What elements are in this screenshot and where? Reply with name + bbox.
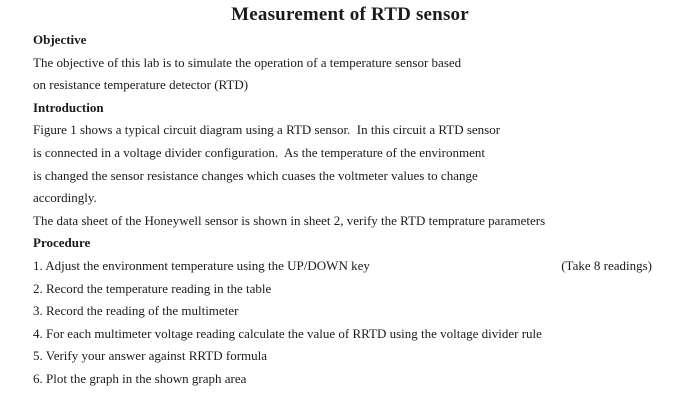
introduction-line: The data sheet of the Honeywell sensor i… <box>33 212 546 228</box>
take-readings-note: (Take 8 readings) <box>561 257 652 273</box>
introduction-line: Figure 1 shows a typical circuit diagram… <box>33 122 501 138</box>
procedure-step: 5. Verify your answer against RRTD formu… <box>33 348 268 364</box>
page-title: Measurement of RTD sensor <box>231 4 469 25</box>
section-heading-procedure: Procedure <box>33 235 91 251</box>
procedure-step: 2. Record the temperature reading in the… <box>33 280 272 296</box>
introduction-line: accordingly. <box>33 190 97 206</box>
procedure-step: 3. Record the reading of the multimeter <box>33 303 239 319</box>
procedure-step-row: 1. Adjust the environment temperature us… <box>33 255 652 278</box>
procedure-step: 6. Plot the graph in the shown graph are… <box>33 370 247 386</box>
document-body: Objective The objective of this lab is t… <box>33 29 652 391</box>
introduction-line: is changed the sensor resistance changes… <box>33 167 478 183</box>
section-heading-introduction: Introduction <box>33 99 104 115</box>
procedure-step: 4. For each multimeter voltage reading c… <box>33 325 542 341</box>
section-heading-objective: Objective <box>33 32 87 47</box>
introduction-line: is connected in a voltage divider config… <box>33 144 485 160</box>
objective-line: The objective of this lab is to simulate… <box>33 54 462 70</box>
objective-line: on resistance temperature detector (RTD) <box>33 77 249 93</box>
procedure-step: 1. Adjust the environment temperature us… <box>33 257 370 273</box>
